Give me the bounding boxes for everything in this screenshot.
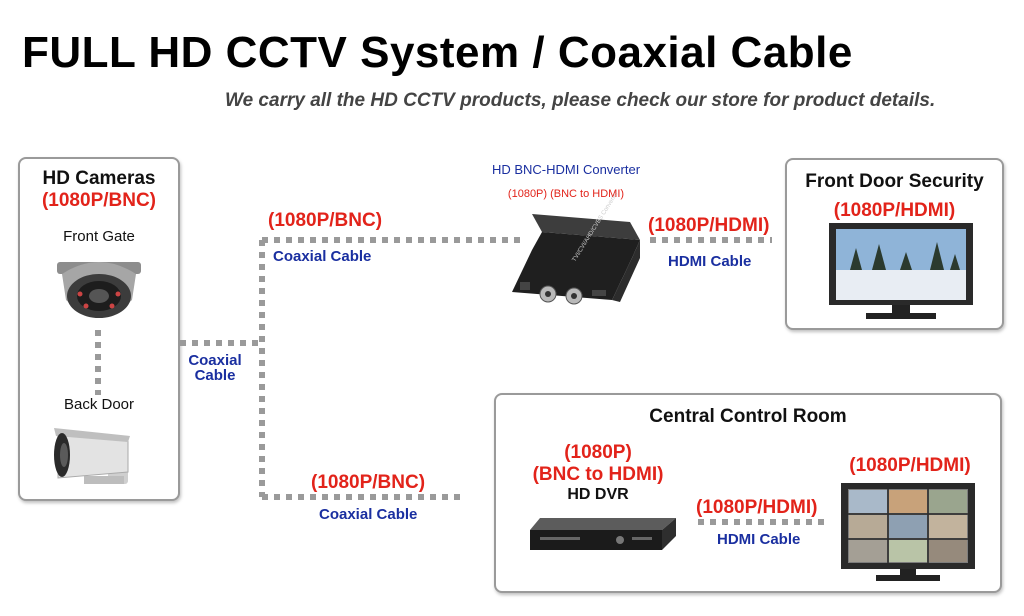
control-room-link-cable: HDMI Cable: [717, 531, 801, 548]
dome-camera-icon: [57, 262, 141, 318]
front-door-heading: Front Door Security: [805, 171, 984, 192]
bullet-camera-icon: [54, 428, 130, 484]
cameras-heading: HD Cameras: [42, 168, 156, 189]
dvr-device-icon: [530, 518, 676, 550]
converter-title: HD BNC-HDMI Converter: [491, 162, 641, 177]
page-title: FULL HD CCTV System / Coaxial Cable: [22, 28, 853, 77]
dvr-label: HD DVR: [567, 486, 629, 503]
front-door-monitor-icon: [829, 223, 973, 319]
lower-link-cable: Coaxial Cable: [319, 506, 418, 523]
control-room-link-spec: (1080P/HDMI): [696, 497, 818, 518]
left-cable-label-line2: Cable: [194, 367, 236, 384]
cameras-spec: (1080P/BNC): [41, 190, 157, 211]
coaxial-cables: [95, 237, 828, 525]
dvr-spec-line1: (1080P): [564, 442, 632, 463]
converter-output-spec: (1080P/HDMI): [648, 215, 770, 236]
camera-back-door-label: Back Door: [63, 396, 135, 413]
converter-device-icon: TVI/CVI/AHD/CVBS Converter: [512, 191, 640, 305]
front-door-spec: (1080P/HDMI): [833, 200, 956, 221]
lower-link-spec: (1080P/BNC): [311, 472, 426, 493]
control-room-monitor-spec: (1080P/HDMI): [849, 455, 971, 476]
control-room-heading: Central Control Room: [649, 406, 847, 427]
left-cable-label-line1: Coaxial: [188, 352, 242, 369]
dvr-spec-line2: (BNC to HDMI): [532, 464, 664, 485]
upper-link-cable: Coaxial Cable: [273, 248, 372, 265]
upper-link-spec: (1080P/BNC): [268, 210, 383, 231]
converter-spec: (1080P) (BNC to HDMI): [507, 188, 625, 200]
camera-front-gate-label: Front Gate: [63, 228, 135, 245]
converter-output-cable: HDMI Cable: [668, 253, 752, 270]
control-room-monitor-icon: [841, 483, 975, 581]
page-subtitle: We carry all the HD CCTV products, pleas…: [225, 90, 936, 111]
